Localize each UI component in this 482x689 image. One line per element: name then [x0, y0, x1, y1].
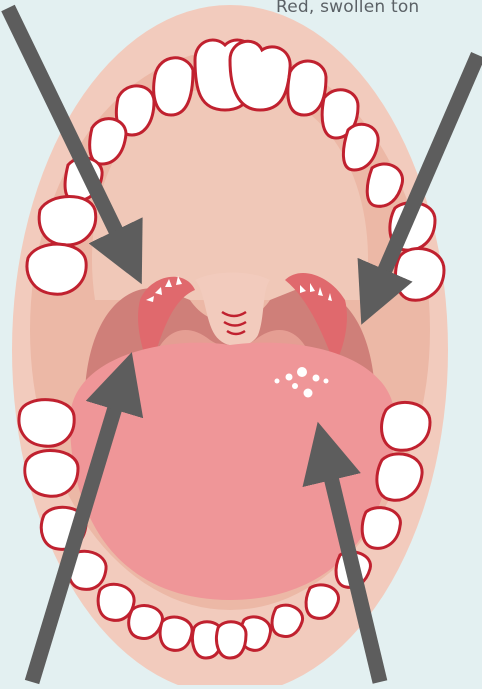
top-right-label: Red, swollen ton: [276, 0, 419, 17]
